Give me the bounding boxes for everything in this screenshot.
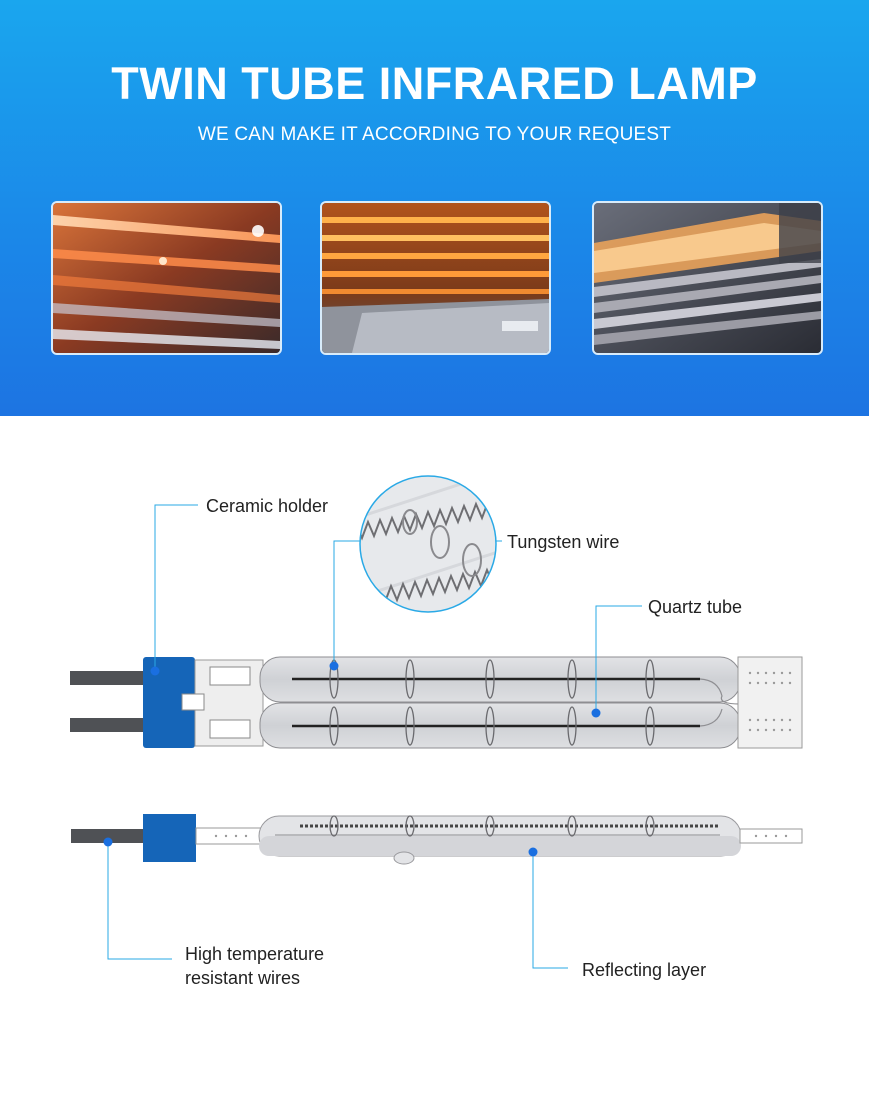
wire-bottom bbox=[70, 718, 144, 732]
label-high-temp-line2: resistant wires bbox=[185, 968, 301, 988]
label-ceramic-holder: Ceramic holder bbox=[206, 496, 329, 516]
callout-dot-reflect bbox=[528, 847, 538, 857]
hero-banner: TWIN TUBE INFRARED LAMP WE CAN MAKE IT A… bbox=[0, 0, 869, 416]
label-reflecting-layer: Reflecting layer bbox=[582, 960, 707, 980]
page-subtitle: WE CAN MAKE IT ACCORDING TO YOUR REQUEST bbox=[197, 124, 672, 145]
callout-dot-quartz bbox=[591, 708, 601, 718]
connector-strip-side bbox=[195, 827, 265, 845]
label-quartz-tube: Quartz tube bbox=[648, 597, 743, 617]
callout-line-highwire bbox=[107, 842, 172, 960]
lamp-structure-diagram: Ceramic holder Tungsten wire Quartz tube… bbox=[0, 416, 869, 1101]
terminal-end bbox=[737, 656, 803, 749]
label-tungsten-wire: Tungsten wire bbox=[507, 532, 620, 552]
callout-line-ceramic bbox=[154, 504, 198, 671]
lamp-photo-2 bbox=[320, 201, 551, 355]
tungsten-zoom-circle bbox=[359, 475, 497, 613]
callout-dot-ceramic bbox=[150, 666, 160, 676]
ceramic-holder-side bbox=[143, 814, 196, 862]
callout-line-quartz bbox=[595, 605, 642, 713]
page-title: TWIN TUBE INFRARED LAMP bbox=[111, 58, 758, 109]
wire-top bbox=[70, 671, 144, 685]
terminal-strip-side bbox=[739, 828, 803, 844]
ceramic-holder bbox=[143, 657, 195, 748]
callout-line-reflect bbox=[532, 852, 568, 969]
lamp-photo-3 bbox=[592, 201, 823, 355]
reflecting-layer-band bbox=[259, 836, 741, 856]
label-high-temp-line1: High temperature bbox=[185, 944, 325, 964]
lamp-photo-1 bbox=[51, 201, 282, 355]
wire-side bbox=[71, 829, 145, 843]
callout-dot-tungsten bbox=[329, 661, 339, 671]
callout-line-tungsten bbox=[333, 540, 360, 666]
callout-dot-highwire bbox=[103, 837, 113, 847]
